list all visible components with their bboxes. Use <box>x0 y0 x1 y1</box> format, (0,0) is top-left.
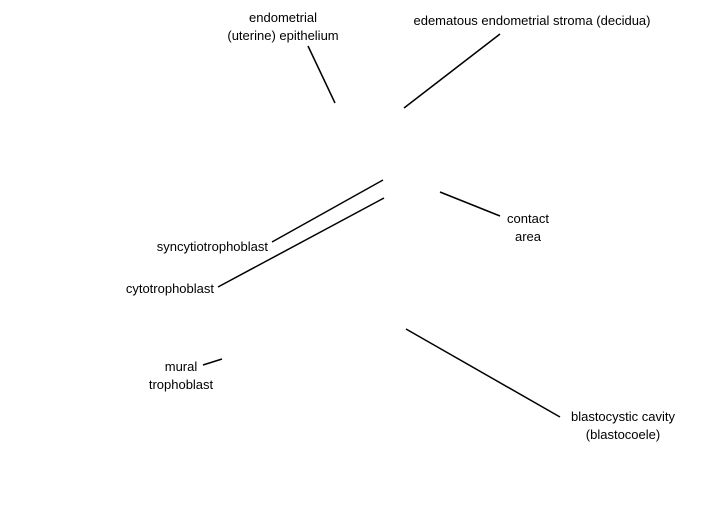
label-blastocystic-cavity: blastocystic cavity (blastocoele) <box>570 409 676 442</box>
leader-endometrial-epithelium <box>307 45 336 104</box>
label-contact-area: contact area <box>507 211 549 244</box>
label-mural-trophoblast: mural trophoblast <box>148 359 214 392</box>
leader-blastocystic-cavity <box>405 328 561 418</box>
leader-contact-area <box>439 191 501 217</box>
label-edematous-endometrial-stroma: edematous endometrial stroma (decidua) <box>413 13 651 28</box>
leader-cytotrophoblast <box>217 197 385 288</box>
label-syncytiotrophoblast: syncytiotrophoblast <box>156 239 268 254</box>
label-cytotrophoblast: cytotrophoblast <box>125 281 214 296</box>
leader-mural-trophoblast <box>202 358 223 366</box>
leader-syncytiotrophoblast <box>271 179 384 243</box>
leader-edematous-stroma <box>403 33 501 109</box>
label-endometrial-epithelium: endometrial (uterine) epithelium <box>227 10 339 43</box>
